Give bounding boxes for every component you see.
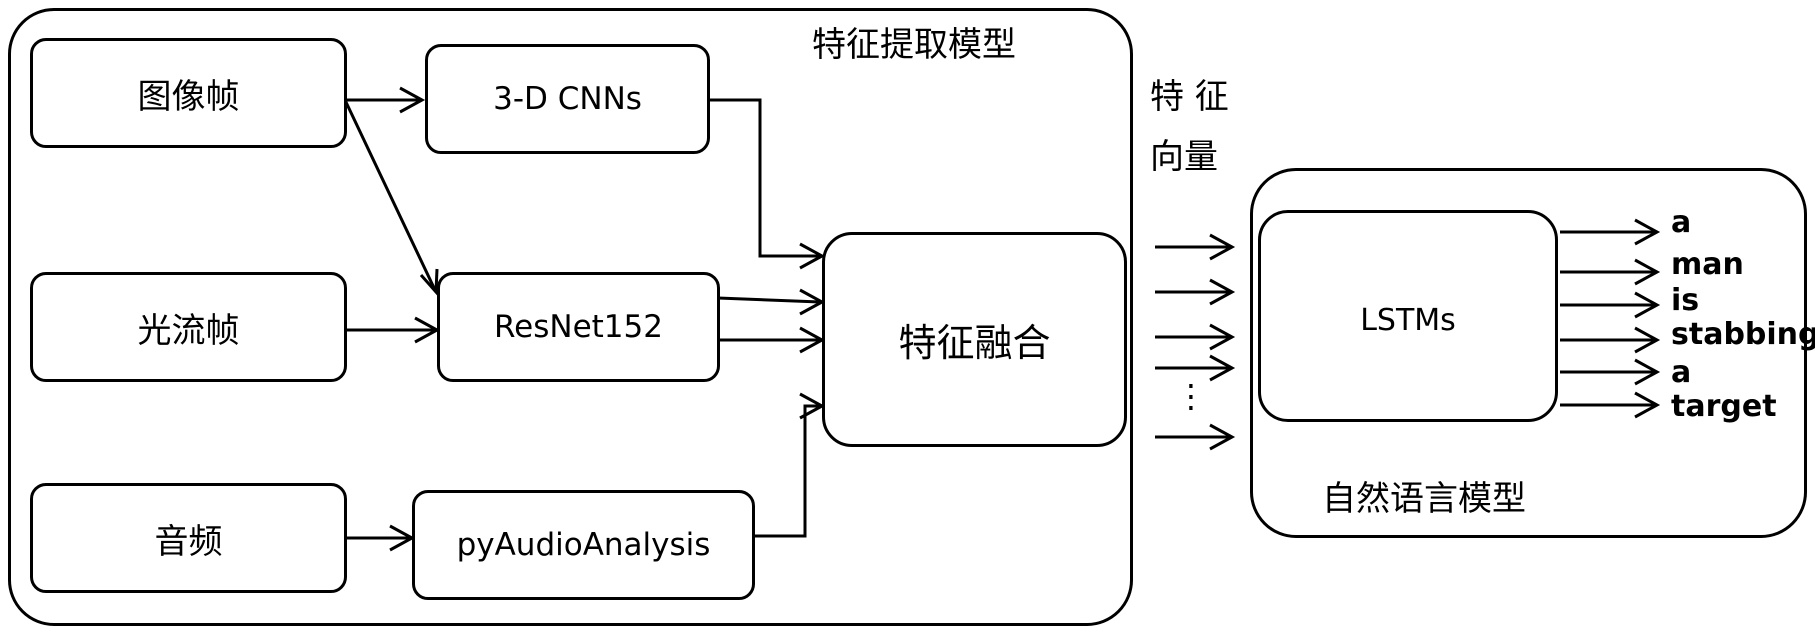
feature-vector-label-line1: 特 征 [1150,77,1229,117]
arrow-cnn-to-fusion [708,98,820,258]
arrowhead [1634,358,1661,386]
output-word: is [1671,283,1700,318]
output-word: a [1671,355,1692,390]
arrowhead [1209,278,1236,306]
arrowhead [1209,323,1236,351]
arrowhead [1634,291,1661,319]
arrowhead [1209,233,1236,261]
node-optical-flow: 光流帧 [30,272,347,382]
language-model-title: 自然语言模型 [1322,479,1526,519]
feature-extraction-title: 特征提取模型 [812,25,1016,65]
arrow-image-to-resnet [343,99,437,291]
node-pyaudioanalysis: pyAudioAnalysis [412,490,755,600]
arrow-pyaudio-to-fusion [753,404,820,538]
arrowhead [1634,326,1661,354]
arrowhead [1209,354,1236,382]
output-word: stabbing [1671,317,1815,352]
node-resnet152: ResNet152 [437,272,720,382]
output-word: man [1671,247,1744,282]
arrowhead [1209,423,1236,451]
arrowhead [419,268,439,296]
node-image-frames: 图像帧 [30,38,347,148]
vector-ellipsis: ⋮ [1175,377,1207,415]
arrowhead [1634,218,1661,246]
node-audio: 音频 [30,483,347,593]
arrowhead [1634,258,1661,286]
arrowhead [399,86,426,114]
arrow-resnet-to-fusion-1 [717,296,821,304]
arrowhead [1634,391,1661,419]
node-lstms: LSTMs [1258,210,1558,422]
language-model-group [1250,168,1807,538]
node-feature-fusion: 特征融合 [822,232,1127,447]
feature-vector-label-line2: 向量 [1150,137,1218,177]
output-word: target [1671,389,1777,424]
feature-extraction-group [8,8,1133,626]
output-word: a [1671,205,1692,240]
node-3d-cnns: 3-D CNNs [425,44,710,154]
